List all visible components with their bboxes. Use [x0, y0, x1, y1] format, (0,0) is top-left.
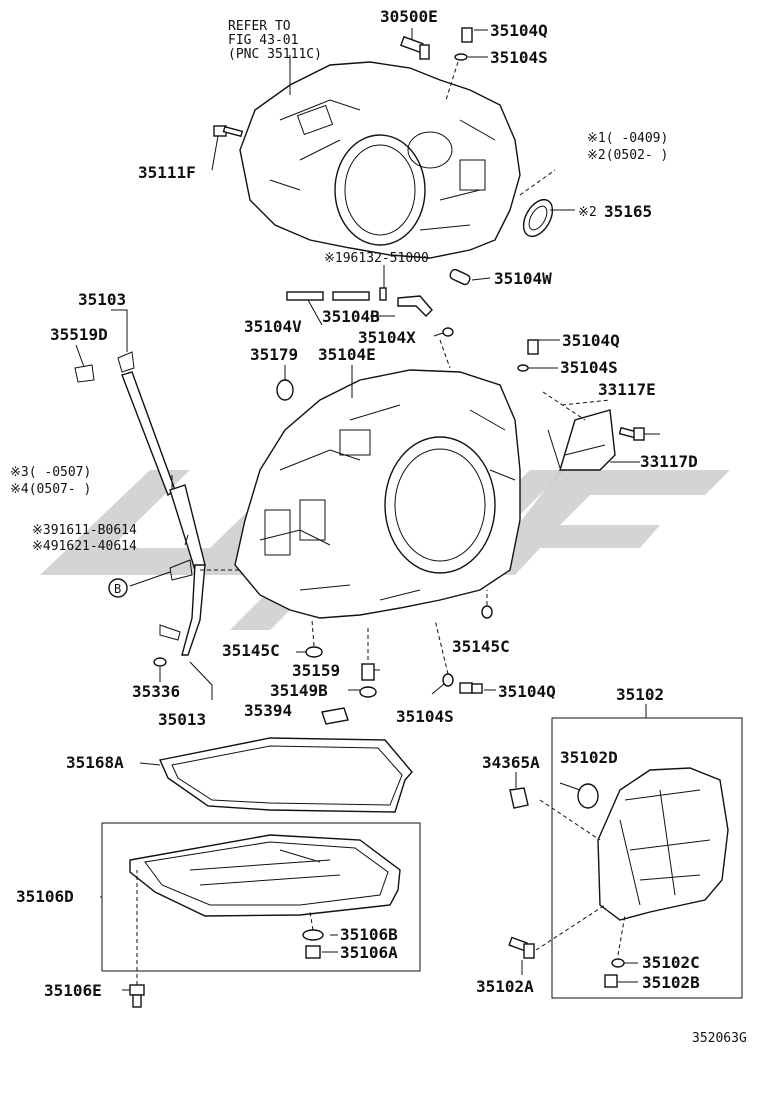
label-35106A: 35106A — [340, 943, 398, 962]
label-35102D: 35102D — [560, 748, 618, 767]
label-35336: 35336 — [132, 682, 180, 701]
label-35104S-low: 35104S — [396, 707, 454, 726]
circle-b-label: B — [114, 582, 121, 596]
note-mark-35165: ※2 — [578, 205, 597, 220]
pad-35394-icon — [321, 707, 349, 725]
converter-housing-part — [239, 61, 521, 259]
refer-line-3: (PNC 35111C) — [228, 47, 322, 62]
note-4: ※4(0507- ) — [10, 482, 91, 497]
o-ring-35104S-mid-icon — [517, 364, 529, 372]
label-35165: 35165 — [604, 202, 652, 221]
label-35104Q-low: 35104Q — [498, 682, 556, 701]
elbow-pipe-icon — [397, 295, 433, 317]
label-35111F: 35111F — [138, 163, 196, 182]
oil-pan-group — [101, 822, 421, 972]
refer-line-2: FIG 43-01 — [228, 33, 298, 48]
label-491621-40614: ※491621-40614 — [32, 539, 137, 554]
label-35519D: 35519D — [50, 325, 108, 344]
label-35104W: 35104W — [494, 269, 552, 288]
plug-35102B-icon — [604, 974, 618, 988]
note-2: ※2(0502- ) — [587, 148, 668, 163]
washer-35149B-icon — [359, 686, 377, 698]
label-35104X: 35104X — [358, 328, 416, 347]
label-35104S-mid: 35104S — [560, 358, 618, 377]
plug-34365A-icon — [509, 787, 529, 809]
drain-plug-35106B-icon — [302, 929, 324, 941]
label-35394: 35394 — [244, 701, 292, 720]
plug-35179-icon — [276, 379, 294, 401]
label-35104E: 35104E — [318, 345, 376, 364]
label-96132-51000: ※196132-51000 — [324, 251, 429, 266]
note-1: ※1( -0409) — [587, 131, 668, 146]
leader-lines — [75, 28, 660, 991]
label-35159: 35159 — [292, 661, 340, 680]
part-labels: REFER TO FIG 43-01 (PNC 35111C) 30500E 3… — [10, 7, 747, 1046]
bolt-35102A-icon — [508, 936, 535, 959]
label-35104Q-top: 35104Q — [490, 21, 548, 40]
label-33117D: 33117D — [640, 452, 698, 471]
label-35104V: 35104V — [244, 317, 302, 336]
label-35102B: 35102B — [642, 973, 700, 992]
bolt-33117E-icon — [618, 426, 645, 441]
dipstick-part — [74, 351, 206, 656]
label-35149B: 35149B — [270, 681, 328, 700]
label-35145C-left: 35145C — [222, 641, 280, 660]
extension-housing-box — [551, 717, 743, 999]
plug-35104Q-icon — [461, 27, 473, 43]
plug-35104Q-low-icon — [459, 682, 473, 694]
label-35179: 35179 — [250, 345, 298, 364]
note-3: ※3( -0507) — [10, 465, 91, 480]
small-parts — [153, 27, 645, 725]
label-34365A: 34365A — [482, 753, 540, 772]
o-ring-35145C-left-icon — [305, 646, 323, 658]
pipe-35104V-icon — [286, 291, 324, 301]
bushing-35102D-icon — [577, 783, 599, 809]
cover-plate-part — [559, 409, 616, 471]
o-ring-35104S-icon — [454, 53, 468, 61]
label-391611-B0614: ※391611-B0614 — [32, 523, 137, 538]
label-33117E: 33117E — [598, 380, 656, 399]
oil-seal-35165-icon — [522, 198, 554, 238]
label-35103: 35103 — [78, 290, 126, 309]
o-ring-35104S-low-icon — [442, 673, 454, 687]
pin-96132-icon — [379, 287, 387, 301]
bolt-30500E-icon — [399, 35, 430, 60]
oil-pan-gasket-part — [159, 737, 413, 813]
extension-housing-group — [551, 717, 743, 999]
pipe-35104B-icon — [332, 291, 370, 301]
plug-35104Q-mid-icon — [527, 339, 539, 355]
o-ring-35145C-right-icon — [481, 605, 493, 619]
bolt-35111F-icon — [213, 125, 244, 138]
bolt-35106E-icon — [129, 984, 145, 1008]
label-35104Q-mid: 35104Q — [562, 331, 620, 350]
refer-line-1: REFER TO — [228, 19, 291, 34]
label-35104S-top: 35104S — [490, 48, 548, 67]
pipe-35104W-icon — [449, 268, 471, 286]
diagram-code: 352063G — [692, 1031, 747, 1046]
transaxle-case-part — [234, 369, 521, 619]
label-35102C: 35102C — [642, 953, 700, 972]
o-ring-35104X-icon — [442, 327, 454, 337]
label-35104B: 35104B — [322, 307, 380, 326]
label-35106D: 35106D — [16, 887, 74, 906]
label-35168A: 35168A — [66, 753, 124, 772]
label-35106E: 35106E — [44, 981, 102, 1000]
o-ring-35336-icon — [153, 657, 167, 667]
label-35102: 35102 — [616, 685, 664, 704]
label-35106B: 35106B — [340, 925, 398, 944]
label-30500E: 30500E — [380, 7, 438, 26]
sleeve-35159-icon — [361, 663, 375, 681]
reference-circle-b — [108, 578, 128, 598]
label-35102A: 35102A — [476, 977, 534, 996]
label-35013: 35013 — [158, 710, 206, 729]
drain-plug-35106A-icon — [305, 945, 321, 959]
label-35145C-right: 35145C — [452, 637, 510, 656]
o-ring-35102C-icon — [611, 958, 625, 968]
